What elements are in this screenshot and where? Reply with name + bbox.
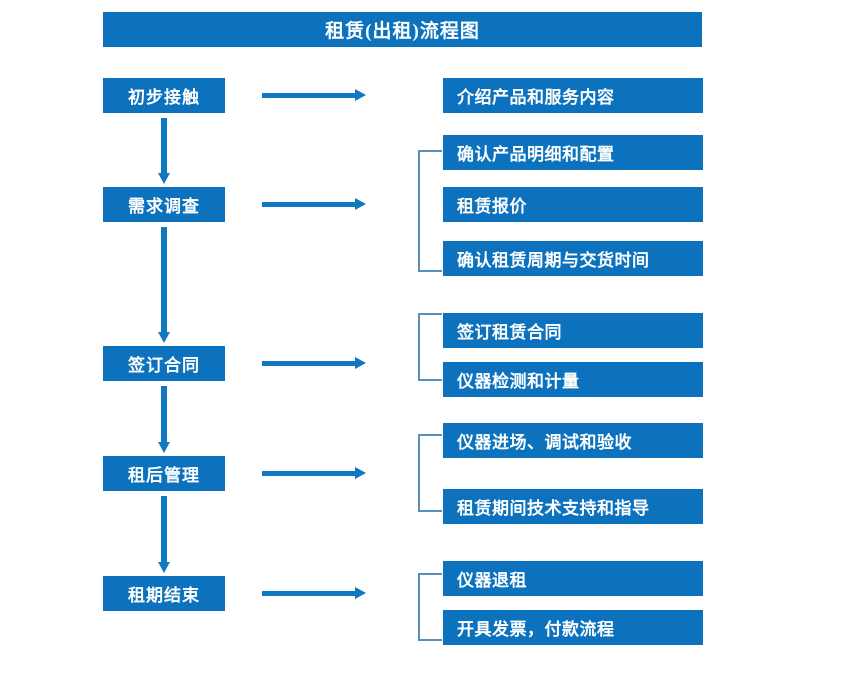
stage-box-2[interactable]: 需求调查: [103, 187, 225, 222]
down-arrow-icon-4: [158, 496, 170, 573]
stage-box-1[interactable]: 初步接触: [103, 78, 225, 113]
detail-box-8[interactable]: 租赁期间技术支持和指导: [443, 489, 703, 524]
down-arrow-icon-3: [158, 386, 170, 453]
right-arrow-icon-3: [262, 357, 366, 369]
right-arrow-icon-4: [262, 467, 366, 479]
right-arrow-icon-2: [262, 198, 366, 210]
detail-box-1[interactable]: 介绍产品和服务内容: [443, 78, 703, 113]
group-bracket-icon-1: [418, 150, 442, 272]
stage-box-5[interactable]: 租期结束: [103, 576, 225, 611]
detail-box-3[interactable]: 租赁报价: [443, 187, 703, 222]
detail-box-2[interactable]: 确认产品明细和配置: [443, 135, 703, 170]
detail-box-5[interactable]: 签订租赁合同: [443, 313, 703, 348]
stage-box-3[interactable]: 签订合同: [103, 346, 225, 381]
detail-box-10[interactable]: 开具发票，付款流程: [443, 610, 703, 645]
group-bracket-icon-4: [418, 573, 442, 641]
right-arrow-icon-5: [262, 587, 366, 599]
stage-box-4[interactable]: 租后管理: [103, 456, 225, 491]
detail-box-9[interactable]: 仪器退租: [443, 561, 703, 596]
detail-box-7[interactable]: 仪器进场、调试和验收: [443, 423, 703, 458]
detail-box-6[interactable]: 仪器检测和计量: [443, 362, 703, 397]
down-arrow-icon-1: [158, 118, 170, 184]
detail-box-4[interactable]: 确认租赁周期与交货时间: [443, 241, 703, 276]
group-bracket-icon-3: [418, 434, 442, 512]
right-arrow-icon-1: [262, 89, 366, 101]
group-bracket-icon-2: [418, 313, 442, 381]
down-arrow-icon-2: [158, 227, 170, 343]
page-title: 租赁(出租)流程图: [103, 12, 702, 47]
